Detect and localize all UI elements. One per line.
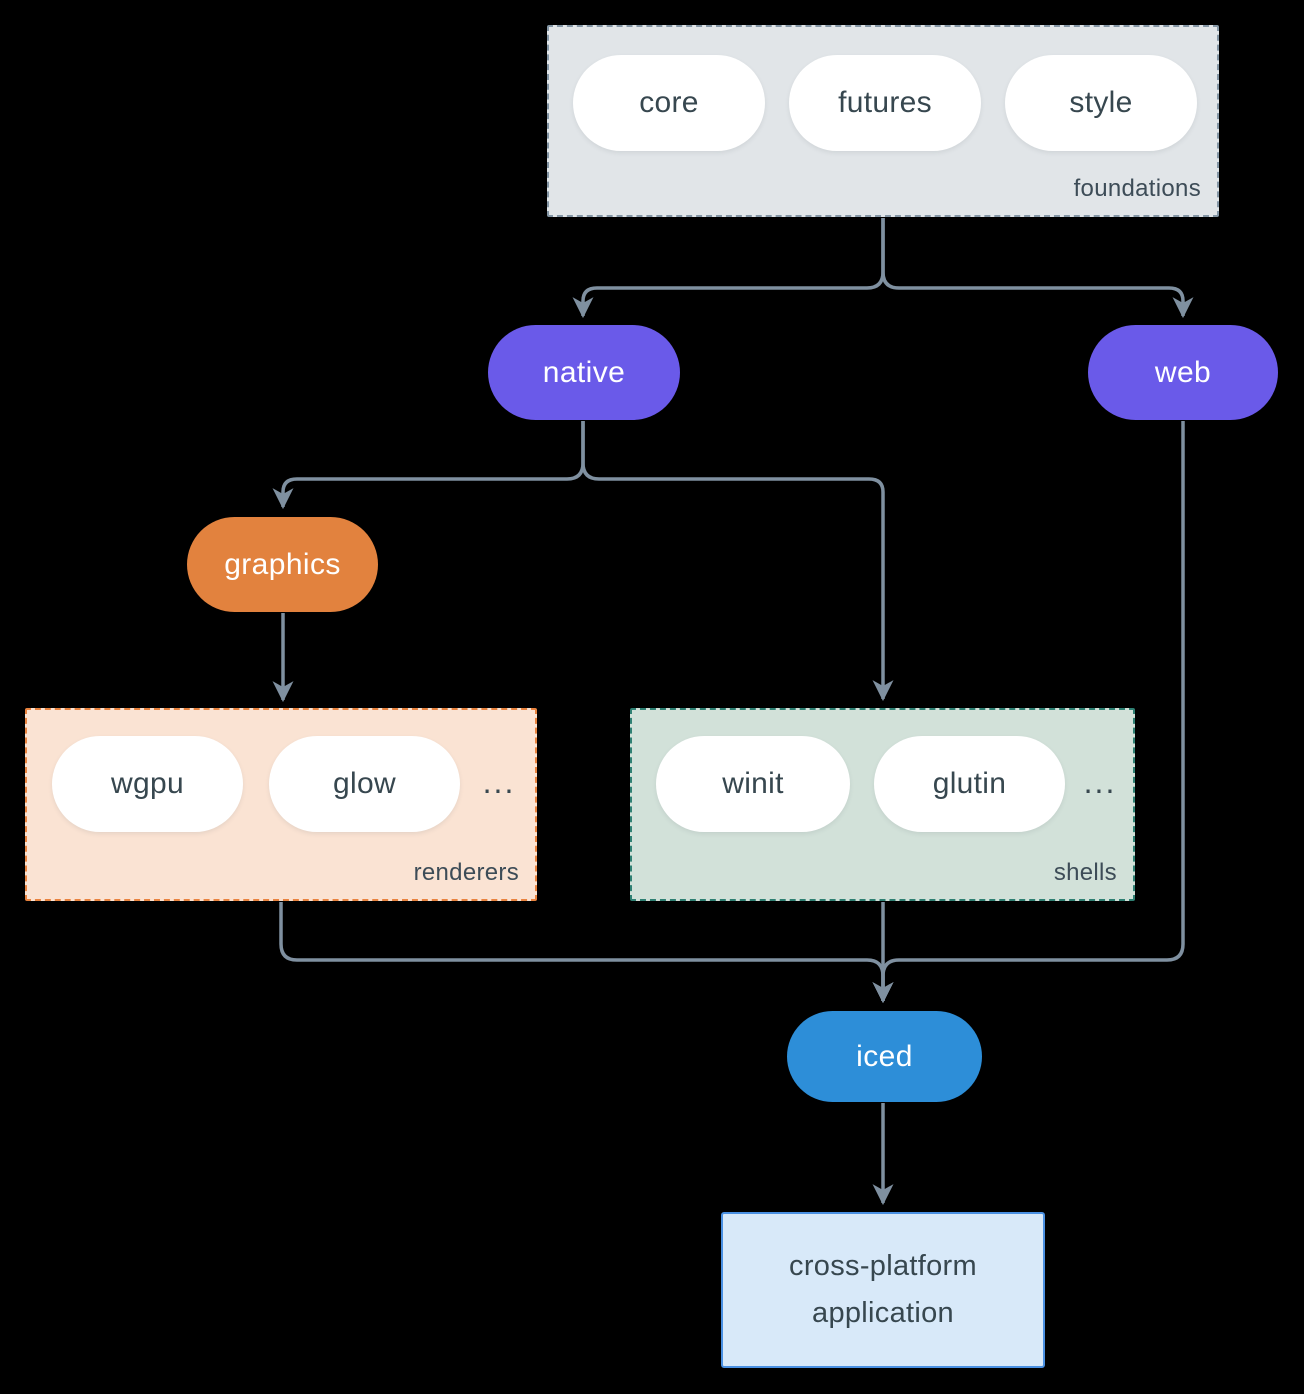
pill-core: core xyxy=(573,55,765,151)
node-web: web xyxy=(1088,325,1278,420)
application-label-line2: application xyxy=(812,1297,954,1329)
node-native: native xyxy=(488,325,680,420)
edge-native-to-shells xyxy=(581,421,894,702)
node-cross-platform-application: cross-platform application xyxy=(721,1212,1045,1368)
pill-glutin: glutin xyxy=(874,736,1065,832)
node-iced: iced xyxy=(787,1011,982,1102)
pill-winit: winit xyxy=(656,736,850,832)
application-label-line1: cross-platform xyxy=(789,1250,977,1283)
edge-renderers-to-iced xyxy=(279,902,894,1004)
group-label-foundations: foundations xyxy=(1073,175,1201,202)
pill-style: style xyxy=(1005,55,1197,151)
group-label-renderers: renderers xyxy=(413,859,519,886)
shells-ellipsis: ... xyxy=(1083,764,1117,800)
edge-foundations-to-web xyxy=(881,218,1194,319)
renderers-ellipsis: ... xyxy=(482,764,516,800)
edge-native-to-graphics xyxy=(272,421,585,510)
node-graphics: graphics xyxy=(187,517,378,612)
edge-foundations-to-native xyxy=(572,218,885,319)
group-renderers: wgpu glow ... renderers xyxy=(25,708,537,901)
group-label-shells: shells xyxy=(1053,859,1117,886)
pill-wgpu: wgpu xyxy=(52,736,243,832)
group-shells: winit glutin ... shells xyxy=(630,708,1135,901)
pill-glow: glow xyxy=(269,736,460,832)
pill-futures: futures xyxy=(789,55,981,151)
group-foundations: core futures style foundations xyxy=(547,25,1219,217)
